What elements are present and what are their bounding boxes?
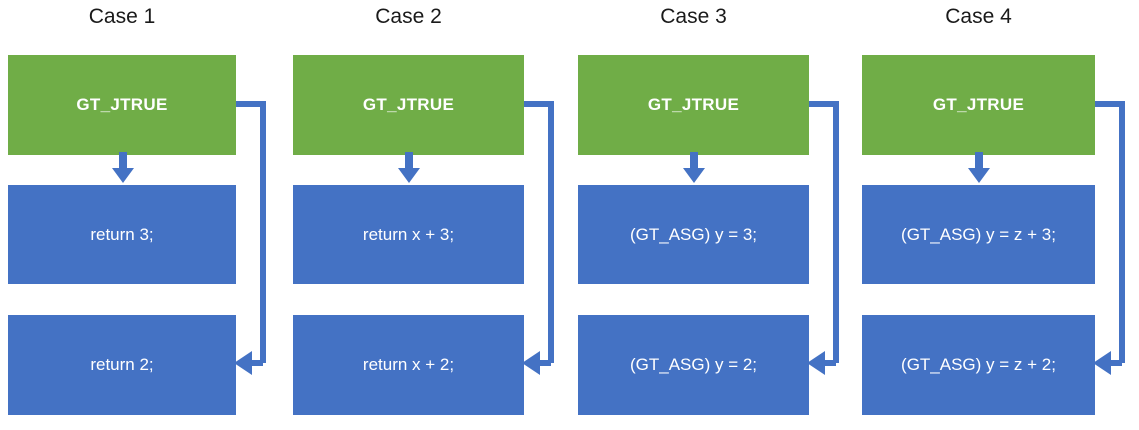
- then-statement-label-1: return 3;: [90, 224, 154, 244]
- flow-arrow-down-1: [108, 152, 138, 184]
- case-title-2: Case 2: [375, 5, 442, 28]
- then-statement-node-3[interactable]: (GT_ASG) y = 3;: [578, 185, 809, 284]
- condition-node-3[interactable]: GT_JTRUE: [578, 55, 809, 155]
- flow-arrow-down-4: [964, 152, 994, 184]
- condition-node-label-2: GT_JTRUE: [362, 95, 455, 114]
- case-title-3: Case 3: [660, 5, 727, 28]
- else-statement-node-3[interactable]: (GT_ASG) y = 2;: [578, 315, 809, 415]
- else-statement-node-2[interactable]: return x + 2;: [293, 315, 524, 415]
- then-statement-label-4: (GT_ASG) y = z + 3;: [901, 224, 1056, 244]
- case-column-1: Case 1 GT_JTRUE return 3; return 2;: [0, 0, 276, 430]
- condition-node-label-1: GT_JTRUE: [76, 95, 168, 114]
- jump-connector-2: [520, 96, 564, 382]
- case-column-2: Case 2 GT_JTRUE return x + 3; return x +…: [285, 0, 561, 430]
- condition-node-label-4: GT_JTRUE: [932, 95, 1025, 114]
- else-statement-node-4[interactable]: (GT_ASG) y = z + 2;: [862, 315, 1095, 415]
- condition-node-1[interactable]: GT_JTRUE: [8, 55, 236, 155]
- jump-connector-4: [1091, 96, 1135, 382]
- else-statement-label-3: (GT_ASG) y = 2;: [629, 355, 758, 374]
- then-statement-label-2: return x + 3;: [362, 224, 455, 244]
- flow-arrow-down-3: [679, 152, 709, 184]
- then-statement-node-4[interactable]: (GT_ASG) y = z + 3;: [862, 185, 1095, 284]
- condition-node-2[interactable]: GT_JTRUE: [293, 55, 524, 155]
- condition-node-4[interactable]: GT_JTRUE: [862, 55, 1095, 155]
- then-statement-node-1[interactable]: return 3;: [8, 185, 236, 284]
- then-statement-label-3: (GT_ASG) y = 3;: [629, 224, 758, 244]
- else-statement-label-2: return x + 2;: [362, 355, 455, 374]
- case-title-1: Case 1: [88, 5, 156, 28]
- jump-connector-3: [805, 96, 849, 382]
- case-column-3: Case 3 GT_JTRUE (GT_ASG) y = 3; (GT_ASG)…: [570, 0, 846, 430]
- jump-connector-1: [232, 96, 276, 382]
- flow-arrow-down-2: [394, 152, 424, 184]
- else-statement-node-1[interactable]: return 2;: [8, 315, 236, 415]
- case-column-4: Case 4 GT_JTRUE (GT_ASG) y = z + 3; (GT_…: [854, 0, 1139, 430]
- then-statement-node-2[interactable]: return x + 3;: [293, 185, 524, 284]
- else-statement-label-1: return 2;: [90, 355, 154, 374]
- case-title-4: Case 4: [945, 5, 1012, 28]
- condition-node-label-3: GT_JTRUE: [647, 95, 740, 114]
- else-statement-label-4: (GT_ASG) y = z + 2;: [901, 355, 1056, 374]
